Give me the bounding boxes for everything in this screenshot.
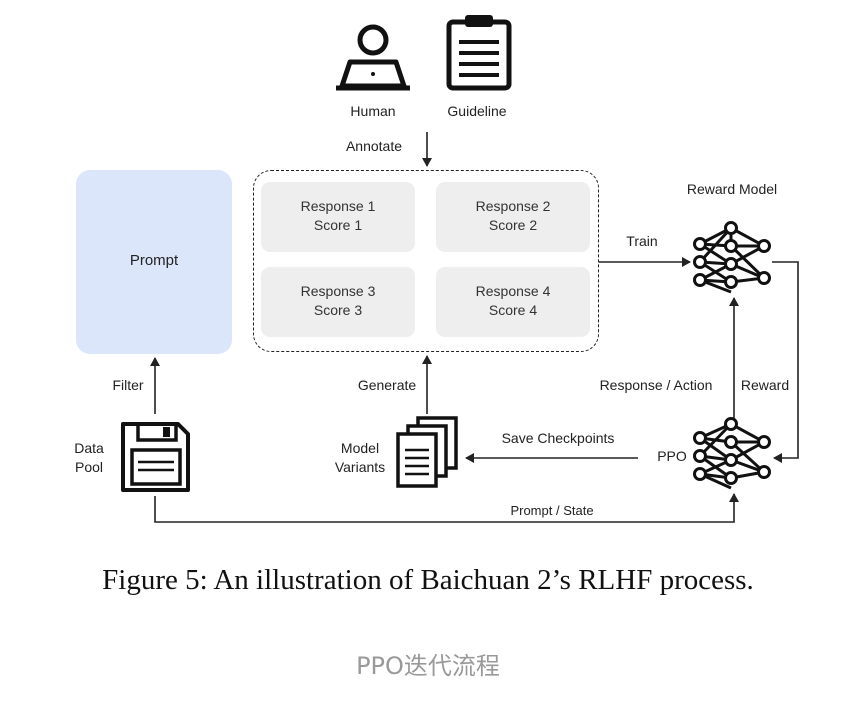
model-variants-label-line1: Model xyxy=(340,440,380,456)
response-card-3-title: Response 3 xyxy=(300,283,376,299)
response-card-1: Response 1 Score 1 xyxy=(261,182,415,252)
response-card-4-title: Response 4 xyxy=(475,283,551,299)
response-card-4-score: Score 4 xyxy=(488,302,538,318)
response-scores-group xyxy=(253,170,599,352)
reward-arrow xyxy=(772,261,799,463)
prompt-state-arrow xyxy=(154,493,739,523)
figure-caption: Figure 5: An illustration of Baichuan 2’… xyxy=(102,564,754,596)
reward-model-label: Reward Model xyxy=(686,181,778,197)
response-card-1-score: Score 1 xyxy=(313,217,363,233)
save-checkpoints-label: Save Checkpoints xyxy=(501,430,615,446)
reward-model-network-icon xyxy=(693,221,771,294)
response-action-label: Response / Action xyxy=(599,377,713,393)
response-card-2-score: Score 2 xyxy=(488,217,538,233)
ppo-label: PPO xyxy=(657,448,687,464)
human-icon xyxy=(336,24,410,91)
ppo-network-icon xyxy=(693,417,771,490)
sub-caption: PPO迭代流程 xyxy=(356,652,500,680)
clipboard-icon xyxy=(446,15,512,91)
data-pool-label-line2: Pool xyxy=(74,459,104,475)
response-card-2-title: Response 2 xyxy=(475,198,551,214)
response-card-2: Response 2 Score 2 xyxy=(436,182,590,252)
response-card-4: Response 4 Score 4 xyxy=(436,267,590,337)
model-variants-label-line2: Variants xyxy=(334,459,386,475)
data-pool-label-line1: Data xyxy=(74,440,104,456)
train-label: Train xyxy=(626,233,658,249)
annotate-label: Annotate xyxy=(345,138,403,154)
response-card-1-title: Response 1 xyxy=(300,198,376,214)
generate-label: Generate xyxy=(357,377,417,393)
guideline-label: Guideline xyxy=(447,103,507,119)
response-card-3-score: Score 3 xyxy=(313,302,363,318)
filter-label: Filter xyxy=(112,377,144,393)
prompt-label: Prompt xyxy=(129,252,179,269)
response-card-3: Response 3 Score 3 xyxy=(261,267,415,337)
human-label: Human xyxy=(350,103,396,119)
reward-label: Reward xyxy=(740,377,790,393)
prompt-state-label: Prompt / State xyxy=(510,503,594,518)
prompt-box: Prompt xyxy=(76,170,232,354)
model-variants-icon xyxy=(396,416,458,488)
floppy-disk-icon xyxy=(121,422,190,492)
